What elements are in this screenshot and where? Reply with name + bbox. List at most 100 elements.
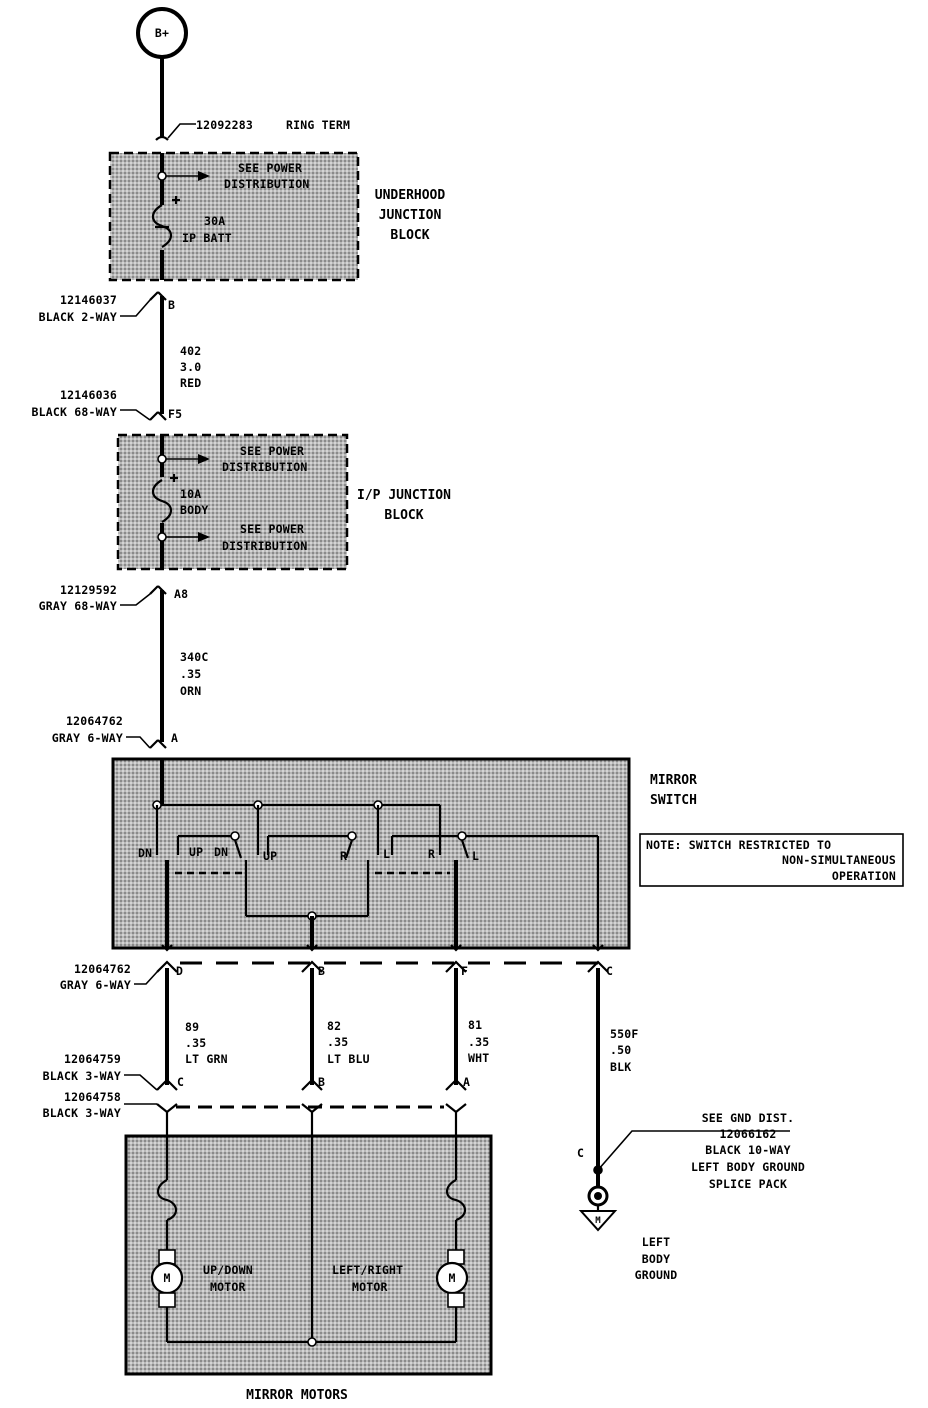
wire89-circuit: 89 [185,1020,199,1034]
ground-symbol [578,1130,790,1232]
ground-ref-pin: C [577,1146,584,1160]
ip-see-power-bottom-1: SEE POWER [240,522,304,536]
conn4-symbol [149,739,167,749]
switch-contact-l2: L [472,849,479,863]
ground-ref-line-2: 12066162 [720,1127,777,1141]
fuse-icon [151,479,173,523]
conn6-pin-b: B [318,1075,325,1089]
conn2-leader [120,409,151,421]
ground-symbol-letter: M [595,1216,601,1226]
conn1-desc: BLACK 2-WAY [39,310,117,324]
underhood-fuse-name: IP BATT [182,231,232,245]
leftright-motor-symbol: M [448,1271,455,1285]
wire81-circuit: 81 [468,1018,482,1032]
fuse-icon [151,204,173,248]
conn2-symbol [149,411,167,421]
ip-title-2: BLOCK [384,508,423,523]
conn3-desc: GRAY 68-WAY [39,599,117,613]
underhood-title-1: UNDERHOOD [375,188,446,203]
ip-fuse-name: BODY [180,503,209,517]
wire550f-circuit: 550F [610,1027,639,1041]
conn5-symbol [156,960,609,973]
ip-junction-block [116,433,349,571]
leftright-motor-label-2: MOTOR [352,1280,388,1294]
mirror-motors-title: MIRROR MOTORS [246,1388,348,1403]
conn5-part: 12064762 [74,962,131,976]
switch-note-3: OPERATION [832,869,896,883]
switch-contact-dn1: DN [138,846,152,860]
ip-fuse-rating: 10A [180,487,201,501]
ground-label-1: LEFT [642,1235,671,1249]
conn4-leader [126,736,151,749]
wire82-gauge: .35 [327,1035,348,1049]
wire402-color: RED [180,376,201,390]
battery-label: B+ [155,26,169,40]
ring-term-leader [167,123,196,139]
underhood-title-2: JUNCTION [379,208,442,223]
wire89-gauge: .35 [185,1036,206,1050]
mirror-switch [111,757,631,952]
conn2-pin: F5 [168,407,182,421]
motor-icon [435,1249,469,1308]
wire340c-circuit: 340C [180,650,209,664]
arrow-icon [198,171,210,181]
conn4-desc: GRAY 6-WAY [52,731,123,745]
switch-title-1: MIRROR [650,773,697,788]
wire402-circuit: 402 [180,344,201,358]
ip-title-1: I/P JUNCTION [357,488,451,503]
ip-see-power-top-2: DISTRIBUTION [222,460,307,474]
plus-icon [170,474,178,482]
conn3-pin: A8 [174,587,188,601]
ground-ref-line-1: SEE GND DIST. [702,1111,795,1125]
updown-motor-symbol: M [163,1271,170,1285]
switch-contact-dn2: DN [214,845,228,859]
ring-term-part: 12092283 [196,118,253,132]
wire81-color: WHT [468,1051,489,1065]
switch-contact-r2: R [428,847,435,861]
conn3-part: 12129592 [60,583,117,597]
conn7-desc: BLACK 3-WAY [43,1106,121,1120]
switch-note-1: NOTE: SWITCH RESTRICTED TO [646,838,831,852]
conn6-desc: BLACK 3-WAY [43,1069,121,1083]
ground-label-3: GROUND [635,1268,678,1282]
conn6-part: 12064759 [64,1052,121,1066]
underhood-see-power-1: SEE POWER [238,161,302,175]
wire81-gauge: .35 [468,1035,489,1049]
conn6-pin-a: A [463,1075,470,1089]
conn5-leader [134,971,158,985]
wire89-color: LT GRN [185,1052,228,1066]
conn6-pin-c: C [177,1075,184,1089]
conn4-part: 12064762 [66,714,123,728]
conn5-desc: GRAY 6-WAY [60,978,131,992]
leftright-motor-label-1: LEFT/RIGHT [332,1263,403,1277]
switch-contact-up1: UP [189,845,203,859]
underhood-fuse-rating: 30A [204,214,225,228]
wire82-color: LT BLU [327,1052,370,1066]
conn5-pin-f: F [461,964,468,978]
conn2-desc: BLACK 68-WAY [32,405,117,419]
circuit-breaker-icon [156,1179,467,1222]
conn5-pin-c: C [606,964,613,978]
wire340c-color: ORN [180,684,201,698]
wire340c-gauge: .35 [180,667,201,681]
underhood-title-3: BLOCK [390,228,429,243]
ip-see-power-bottom-2: DISTRIBUTION [222,539,307,553]
switch-contact-r1: R [340,849,347,863]
underhood-see-power-2: DISTRIBUTION [224,177,309,191]
conn5-pin-d: D [176,964,183,978]
ground-ref-line-5: SPLICE PACK [709,1177,787,1191]
conn7-part: 12064758 [64,1090,121,1104]
conn6-symbol [156,1078,467,1091]
conn4-pin: A [171,731,178,745]
switch-note-2: NON-SIMULTANEOUS [782,853,896,867]
conn2-part: 12146036 [60,388,117,402]
switch-title-2: SWITCH [650,793,697,808]
switch-contact-up2: UP [263,849,277,863]
motor-icon [150,1249,184,1308]
ring-term-desc: RING TERM [286,118,350,132]
wire82-circuit: 82 [327,1019,341,1033]
ring-term-connector [155,135,169,141]
ground-label-2: BODY [642,1252,671,1266]
arrow-icon [198,532,210,542]
